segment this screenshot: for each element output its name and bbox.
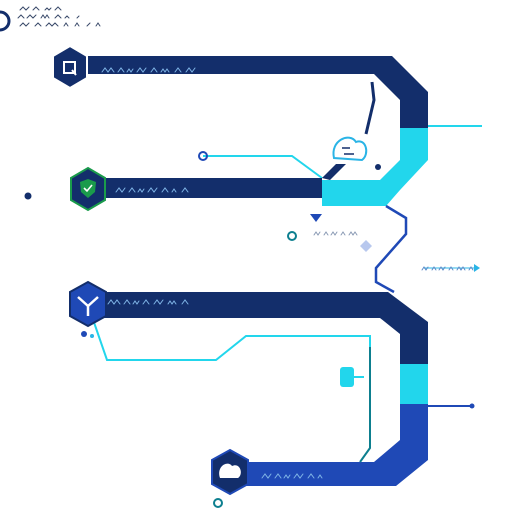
connector-pill [340, 367, 364, 387]
top-track [70, 56, 428, 135]
middle-track [88, 164, 346, 198]
label-1-scribble [101, 67, 196, 73]
cloud-icon [219, 463, 241, 478]
shield-check-icon [80, 179, 96, 198]
node-2-hexagon [70, 166, 106, 212]
node-4-hexagon [211, 448, 249, 496]
tiny-arrow-icon [310, 214, 322, 222]
header-scribble-text [17, 6, 101, 27]
lower-cyan-block [400, 364, 428, 404]
y-arrow-icon [77, 296, 99, 316]
label-5-scribble [313, 231, 358, 236]
node-1-hexagon [52, 44, 88, 90]
label-6-scribble [421, 266, 474, 271]
node-3-hexagon [69, 280, 107, 338]
cyan-connector-lines [87, 125, 482, 361]
square-glyph-icon [63, 61, 77, 76]
cyan-merge-block [322, 128, 428, 206]
zigzag-connector [374, 204, 408, 294]
label-4-scribble [261, 473, 323, 479]
diamond-icon [360, 240, 372, 252]
label-2-scribble [115, 187, 189, 193]
inner-teal-line [359, 347, 371, 463]
lower-blue-track [246, 404, 428, 486]
label-3-scribble [107, 299, 189, 305]
corner-logo [0, 10, 11, 32]
cloud-junction-icon [332, 136, 368, 162]
lower-track [92, 292, 428, 364]
right-pointer-lines [424, 264, 480, 409]
